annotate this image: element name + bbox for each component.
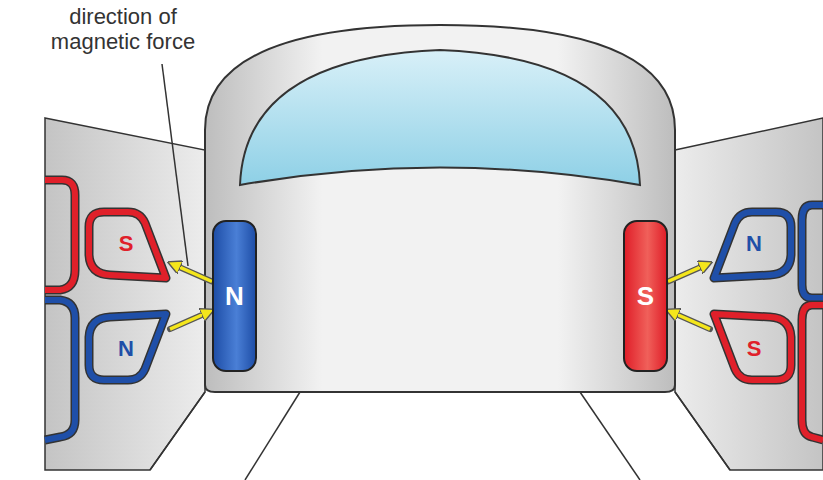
- force-arrow: [170, 263, 212, 282]
- force-arrow-line: [170, 311, 212, 330]
- coil-loop: S: [710, 310, 798, 387]
- guideway-wall: [45, 118, 205, 470]
- coil-pole-letter: S: [119, 233, 134, 255]
- magnet-pole-letter: N: [225, 283, 244, 309]
- magnet-pole-letter: S: [637, 283, 654, 309]
- force-arrow: [668, 311, 710, 330]
- leader-line: [162, 64, 188, 266]
- caption-label: direction of magnetic force: [28, 4, 218, 55]
- force-arrow-line: [668, 311, 710, 330]
- guideway-floor: [150, 392, 730, 480]
- coil-pole-letter: N: [118, 338, 134, 360]
- coil-loop: N: [710, 205, 798, 282]
- coil-pole-letter: S: [747, 338, 762, 360]
- guideway-wall: [675, 118, 823, 470]
- train-window: [240, 50, 640, 185]
- force-arrow: [668, 263, 710, 282]
- force-arrow: [170, 311, 212, 330]
- coil-loop: S: [82, 205, 170, 282]
- coil-pole-letter: N: [746, 233, 762, 255]
- train-magnet: S: [623, 220, 668, 372]
- force-arrow-line: [668, 263, 710, 282]
- coil-loop: N: [82, 310, 170, 387]
- train-body: [205, 25, 675, 392]
- train-magnet: N: [212, 220, 257, 372]
- force-arrow-line: [170, 263, 212, 282]
